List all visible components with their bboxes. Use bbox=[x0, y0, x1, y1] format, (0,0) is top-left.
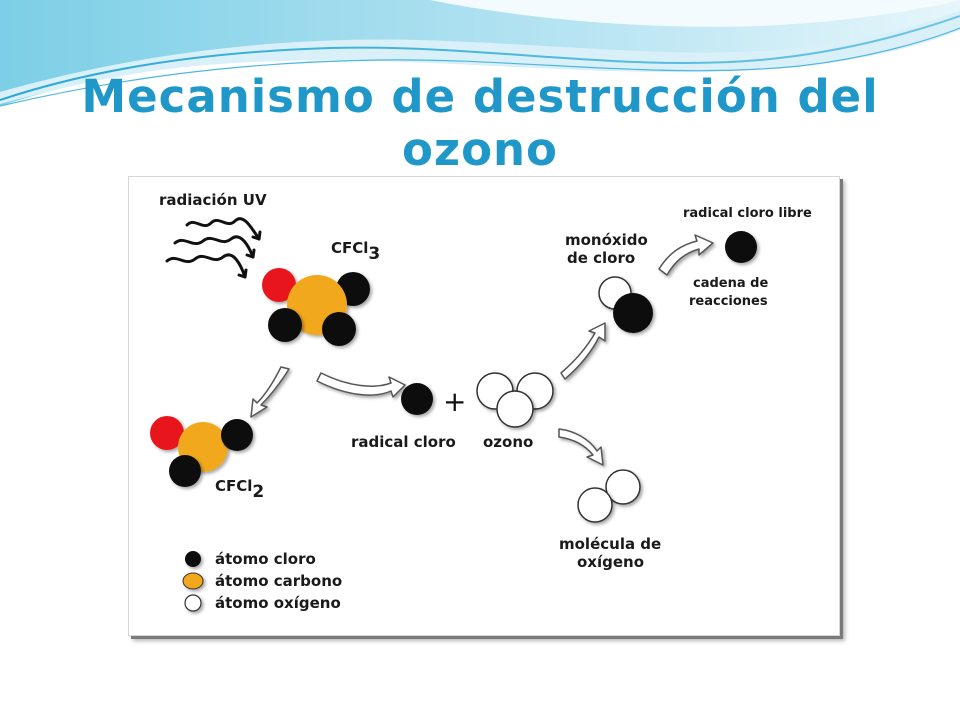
cfcl2-molecule bbox=[150, 416, 253, 487]
monoxido-label-line2: de cloro bbox=[567, 249, 635, 267]
legend: átomo cloro átomo carbono átomo oxígeno bbox=[182, 550, 342, 612]
fluorine-atom bbox=[150, 416, 184, 450]
cadena-label-line2: reacciones bbox=[689, 294, 768, 309]
molecula-label-line1: molécula de bbox=[559, 535, 661, 553]
chlorine-atom bbox=[221, 419, 253, 451]
legend-swatch-oxigeno bbox=[184, 594, 202, 612]
molecula-label-line2: oxígeno bbox=[577, 553, 644, 571]
chlorine-atom bbox=[268, 308, 302, 342]
legend-label-oxigeno: átomo oxígeno bbox=[215, 594, 341, 612]
free-chlorine-atom bbox=[725, 231, 757, 263]
monoxido-label-line1: monóxido bbox=[565, 231, 648, 249]
chlorine-radical-atom bbox=[401, 383, 433, 415]
ozone-molecule bbox=[476, 372, 554, 428]
oxygen-molecule bbox=[577, 469, 641, 523]
oxygen-atom bbox=[605, 469, 641, 505]
curved-arrow-icon bbox=[250, 234, 714, 466]
uv-wave-icon bbox=[165, 217, 262, 279]
radical-cloro-label: radical cloro bbox=[351, 433, 456, 451]
legend-swatch-carbono bbox=[182, 572, 204, 590]
uv-radiation-label: radiación UV bbox=[159, 191, 267, 209]
legend-label-cloro: átomo cloro bbox=[215, 550, 316, 568]
fluorine-atom bbox=[262, 268, 296, 302]
cfcl3-formula: CFCl3 bbox=[331, 239, 380, 264]
ozone-destruction-diagram: radiación UV CFCl3 CFCl2 bbox=[150, 191, 812, 612]
plus-sign: + bbox=[443, 385, 466, 418]
chlorine-atom bbox=[613, 293, 653, 333]
page-title: Mecanismo de destrucción del ozono bbox=[81, 70, 879, 176]
diagram-panel: radiación UV CFCl3 CFCl2 bbox=[128, 176, 840, 636]
chlorine-monoxide-molecule bbox=[598, 276, 653, 333]
chlorine-atom bbox=[322, 312, 356, 346]
chlorine-atom bbox=[169, 455, 201, 487]
cfcl2-formula: CFCl2 bbox=[215, 477, 264, 502]
oxygen-atom bbox=[496, 390, 534, 428]
legend-swatch-cloro bbox=[185, 551, 201, 567]
oxygen-atom bbox=[577, 487, 613, 523]
legend-label-carbono: átomo carbono bbox=[215, 572, 342, 590]
cfcl3-molecule bbox=[262, 268, 370, 346]
ozono-label: ozono bbox=[483, 433, 533, 451]
cadena-label-line1: cadena de bbox=[693, 276, 768, 291]
radical-libre-label: radical cloro libre bbox=[683, 206, 812, 221]
